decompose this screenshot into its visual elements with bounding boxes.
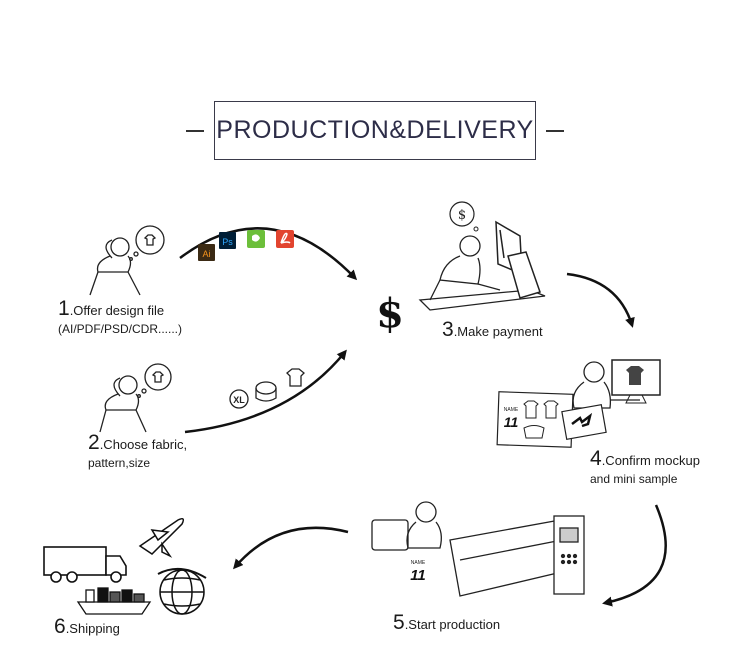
tshirt-icon xyxy=(286,368,305,387)
production-sample: NAME 11 xyxy=(410,560,426,584)
fabric-roll-icon xyxy=(255,381,277,402)
step-1-label: 1.Offer design file (AI/PDF/PSD/CDR.....… xyxy=(58,296,182,337)
illustrator-icon: Ai xyxy=(198,244,215,261)
thought-bubble xyxy=(144,363,172,391)
photoshop-icon: Ps xyxy=(219,232,236,249)
coreldraw-icon xyxy=(247,230,265,248)
title-line-right xyxy=(546,130,564,132)
svg-text:11: 11 xyxy=(504,414,519,430)
step-2-label: 2.Choose fabric, pattern,size xyxy=(88,430,187,471)
step-4-label: 4.Confirm mockup and mini sample xyxy=(590,446,700,487)
mockup-sheet: NAME 11 xyxy=(496,391,574,448)
step-5-text: .Start production xyxy=(404,617,501,632)
svg-text:$: $ xyxy=(458,208,466,223)
truck-icon xyxy=(43,546,127,583)
svg-text:XL: XL xyxy=(233,395,245,405)
tshirt-icon xyxy=(143,234,157,246)
sample-card xyxy=(561,404,607,440)
arrow-3-to-4 xyxy=(566,272,635,328)
payment-bubble: $ xyxy=(449,201,479,232)
page-title: PRODUCTION&DELIVERY xyxy=(216,116,534,144)
step-1-number: 1 xyxy=(58,297,70,320)
globe-icon xyxy=(157,567,207,615)
monitor-icon xyxy=(611,359,661,404)
cargo-ship-icon xyxy=(76,587,152,615)
step-6-label: 6.Shipping xyxy=(54,614,120,640)
arrow-2-to-3 xyxy=(184,349,347,434)
step-4-text: .Confirm mockup xyxy=(601,453,700,468)
svg-text:Ai: Ai xyxy=(202,249,210,259)
printing-machine xyxy=(449,515,585,597)
arrow-5-to-6 xyxy=(233,526,349,570)
size-tag-icon: XL xyxy=(229,389,249,409)
dollar-icon: $ xyxy=(376,290,404,337)
step-2-sub: pattern,size xyxy=(88,456,151,471)
step-3-label: 3.Make payment xyxy=(442,317,543,343)
thinking-person-2 xyxy=(99,363,172,433)
title-line-left xyxy=(186,130,204,132)
step-1-text: .Offer design file xyxy=(69,303,165,318)
airplane-icon xyxy=(138,517,185,558)
step-6-text: .Shipping xyxy=(65,621,120,636)
step-4-sub: and mini sample xyxy=(590,472,678,487)
step-2-number: 2 xyxy=(88,431,100,454)
svg-text:NAME: NAME xyxy=(411,560,426,566)
svg-text:Ps: Ps xyxy=(222,237,233,247)
step-1-sub: (AI/PDF/PSD/CDR......) xyxy=(58,322,183,337)
step-5-label: 5.Start production xyxy=(393,610,500,636)
svg-text:NAME: NAME xyxy=(504,407,519,413)
computer-icon xyxy=(495,220,541,299)
svg-text:11: 11 xyxy=(410,567,426,584)
step-6-number: 6 xyxy=(54,615,66,638)
step-2-text: .Choose fabric, xyxy=(99,437,188,452)
payment-person xyxy=(418,235,546,311)
step-3-text: .Make payment xyxy=(453,324,543,339)
step-4-number: 4 xyxy=(590,447,602,470)
production-workers xyxy=(371,501,442,551)
thinking-person-1 xyxy=(89,225,165,296)
arrow-1-to-3 xyxy=(179,227,358,281)
step-5-number: 5 xyxy=(393,611,405,634)
pdf-icon xyxy=(276,230,294,248)
title-box: PRODUCTION&DELIVERY xyxy=(214,101,536,160)
arrow-4-to-5 xyxy=(602,504,667,607)
thought-bubble xyxy=(135,225,165,255)
step-3-number: 3 xyxy=(442,318,454,341)
